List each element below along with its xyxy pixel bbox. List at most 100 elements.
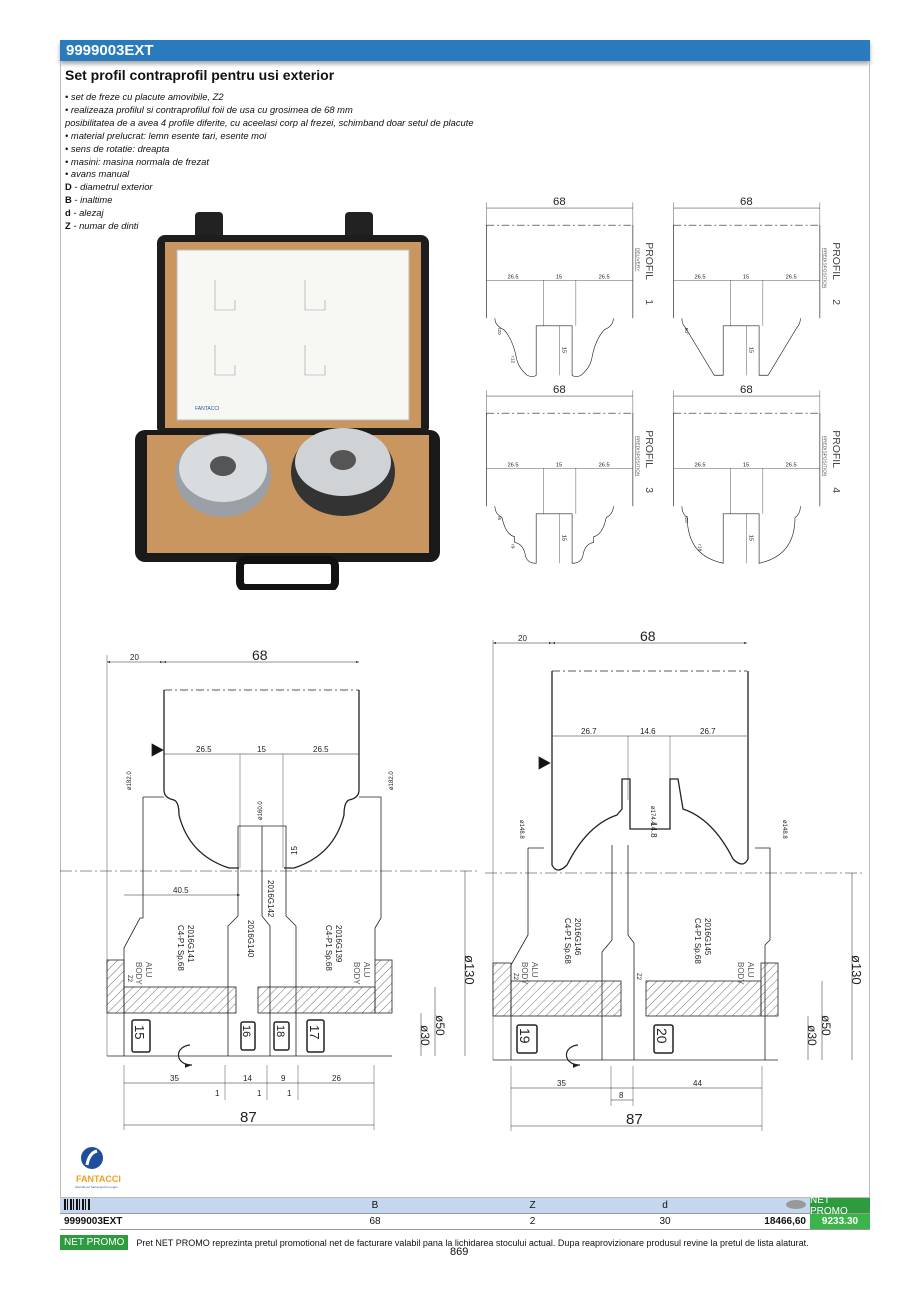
part-material: ALU	[746, 962, 755, 978]
dim-label: 14	[243, 1074, 252, 1083]
legend-item: D - diametrul exterior	[65, 181, 474, 194]
dim-label: 44	[693, 1079, 702, 1088]
profile-subtitle: PREDISPOSITION	[822, 436, 828, 477]
part-number-box: 20	[654, 1028, 670, 1044]
cell-b: 68	[369, 1216, 381, 1227]
dim-label: 68	[640, 628, 656, 644]
logo-tagline: Utensili per Serramenti in Legno	[75, 1185, 118, 1189]
cell-price: 18466,60	[764, 1216, 806, 1227]
content-frame	[60, 61, 870, 1198]
legend-item: d - alezaj	[65, 207, 474, 220]
dim-label: 15	[743, 274, 749, 280]
legend-text: - alezaj	[70, 207, 104, 219]
legend-text: - diametrul exterior	[71, 181, 153, 193]
net-promo-badge: NET PROMO	[60, 1235, 129, 1250]
part-number-box: 19	[517, 1028, 533, 1044]
dim-label: 15	[257, 745, 266, 754]
photo-brand: FANTACCI	[195, 406, 219, 412]
profile-width: 68	[740, 196, 753, 208]
legend-item: Z - numar de dinti	[65, 220, 474, 233]
legend-key: D	[65, 181, 72, 193]
dim-label: 87	[626, 1111, 643, 1128]
dim-label: 40.5	[173, 886, 189, 895]
part-number-box: 17	[307, 1025, 322, 1039]
part-code: 2016G145	[703, 918, 712, 956]
dim-label: ø182.0	[127, 771, 133, 790]
dim-label: 14.8	[649, 822, 658, 838]
spec-item: • masini: masina normala de frezat	[65, 155, 209, 167]
part-material: BODY	[352, 962, 361, 985]
radius-label: r18	[696, 544, 702, 551]
dim-label: 20	[130, 653, 139, 662]
profile-name: PROFIL	[830, 242, 841, 280]
dim-label: 15	[556, 274, 562, 280]
radius-label: r20	[496, 328, 502, 335]
profile-name: PROFIL	[643, 430, 654, 468]
part-material: BODY	[134, 962, 143, 985]
radius-label: r6	[496, 516, 502, 521]
dim-label: 15	[556, 462, 562, 468]
col-header-d: d	[662, 1200, 668, 1211]
dim-label: 26.5	[507, 274, 518, 280]
dim-label: 26	[332, 1074, 341, 1083]
profile-4-drawing: 68 26.5 15 26.5 15 r20 r18 PROFIL 4 PRED…	[673, 384, 841, 564]
dim-label: ø30	[418, 1025, 432, 1046]
profile-subtitle: PREDISPOSITION	[635, 436, 641, 477]
spec-list: • set de freze cu placute amovibile, Z2 …	[65, 91, 474, 233]
part-material: ALU	[530, 962, 539, 978]
radius-label: r20	[683, 516, 689, 523]
drawing-left	[60, 655, 480, 1130]
part-spec: C4-P1 Sp.68	[176, 925, 185, 971]
dim-label: 26.5	[694, 462, 705, 468]
dim-label: 26.5	[694, 274, 705, 280]
dim-label: 26.5	[786, 274, 797, 280]
dim-label: 1	[287, 1089, 292, 1098]
radius-label: 50°	[683, 328, 689, 335]
teeth-label: Z2	[512, 973, 518, 981]
spec-item: • avans manual	[65, 168, 130, 180]
dim-label: 87	[240, 1109, 257, 1126]
profile-number: 2	[830, 299, 841, 305]
part-material: BODY	[520, 962, 529, 985]
dim-label: 15	[290, 846, 299, 855]
spec-item: • realizeaza profilul si contraprofilul …	[65, 103, 353, 115]
promo-note: NET PROMO Pret NET PROMO reprezinta pret…	[60, 1235, 809, 1250]
part-number-box: 15	[132, 1025, 147, 1039]
dim-label: ø148.8	[781, 820, 787, 839]
cell-net-promo: 9233.30	[810, 1214, 870, 1229]
barcode-icon	[60, 1198, 310, 1213]
legend-key: B	[65, 194, 72, 206]
dim-label: ø130	[462, 955, 477, 985]
part-material: BODY	[736, 962, 745, 985]
teeth-label: Z2	[635, 973, 641, 981]
dim-label: ø50	[819, 1015, 833, 1036]
profile-width: 68	[553, 384, 566, 396]
dim-label: 26.5	[507, 462, 518, 468]
drawing-left-labels: 20 68 26.5 15 26.5 ø182.0 ø182.0 ø160.0 …	[126, 647, 477, 1126]
teeth-label: Z2	[126, 975, 132, 983]
dim-label: ø148.8	[518, 820, 524, 839]
profile-3-drawing: 68 26.5 15 26.5 15 r6 r9 PROFIL 3 PREDIS…	[486, 384, 654, 564]
profile-2-drawing: 68 26.5 15 26.5 15 50° PROFIL 2 PREDISPO…	[673, 196, 841, 376]
dim-label: 68	[252, 647, 268, 663]
dim-label: 26.5	[786, 462, 797, 468]
dim-label: 26.5	[599, 462, 610, 468]
legend-item: B - inaltime	[65, 194, 474, 207]
part-code: 2016G141	[186, 925, 195, 963]
dim-label: 9	[281, 1074, 286, 1083]
coins-icon	[705, 1199, 810, 1212]
profile-number: 3	[643, 487, 654, 493]
part-material: ALU	[362, 962, 371, 978]
spec-item: • sens de rotatie: dreapta	[65, 142, 170, 154]
legend-text: - numar de dinti	[70, 220, 139, 232]
dim-label: 35	[557, 1079, 566, 1088]
cell-z: 2	[529, 1216, 536, 1227]
product-code-header: 9999003EXT	[60, 40, 870, 61]
dim-label: 26.7	[700, 727, 716, 736]
dim-label: 1	[215, 1089, 220, 1098]
fantacci-logo: FANTACCI Utensili per Serramenti in Legn…	[75, 1147, 121, 1189]
spec-item: posibilitatea de a avea 4 profile diferi…	[65, 116, 474, 128]
part-code: 2016G146	[573, 918, 582, 956]
legend-key: d	[65, 207, 71, 219]
